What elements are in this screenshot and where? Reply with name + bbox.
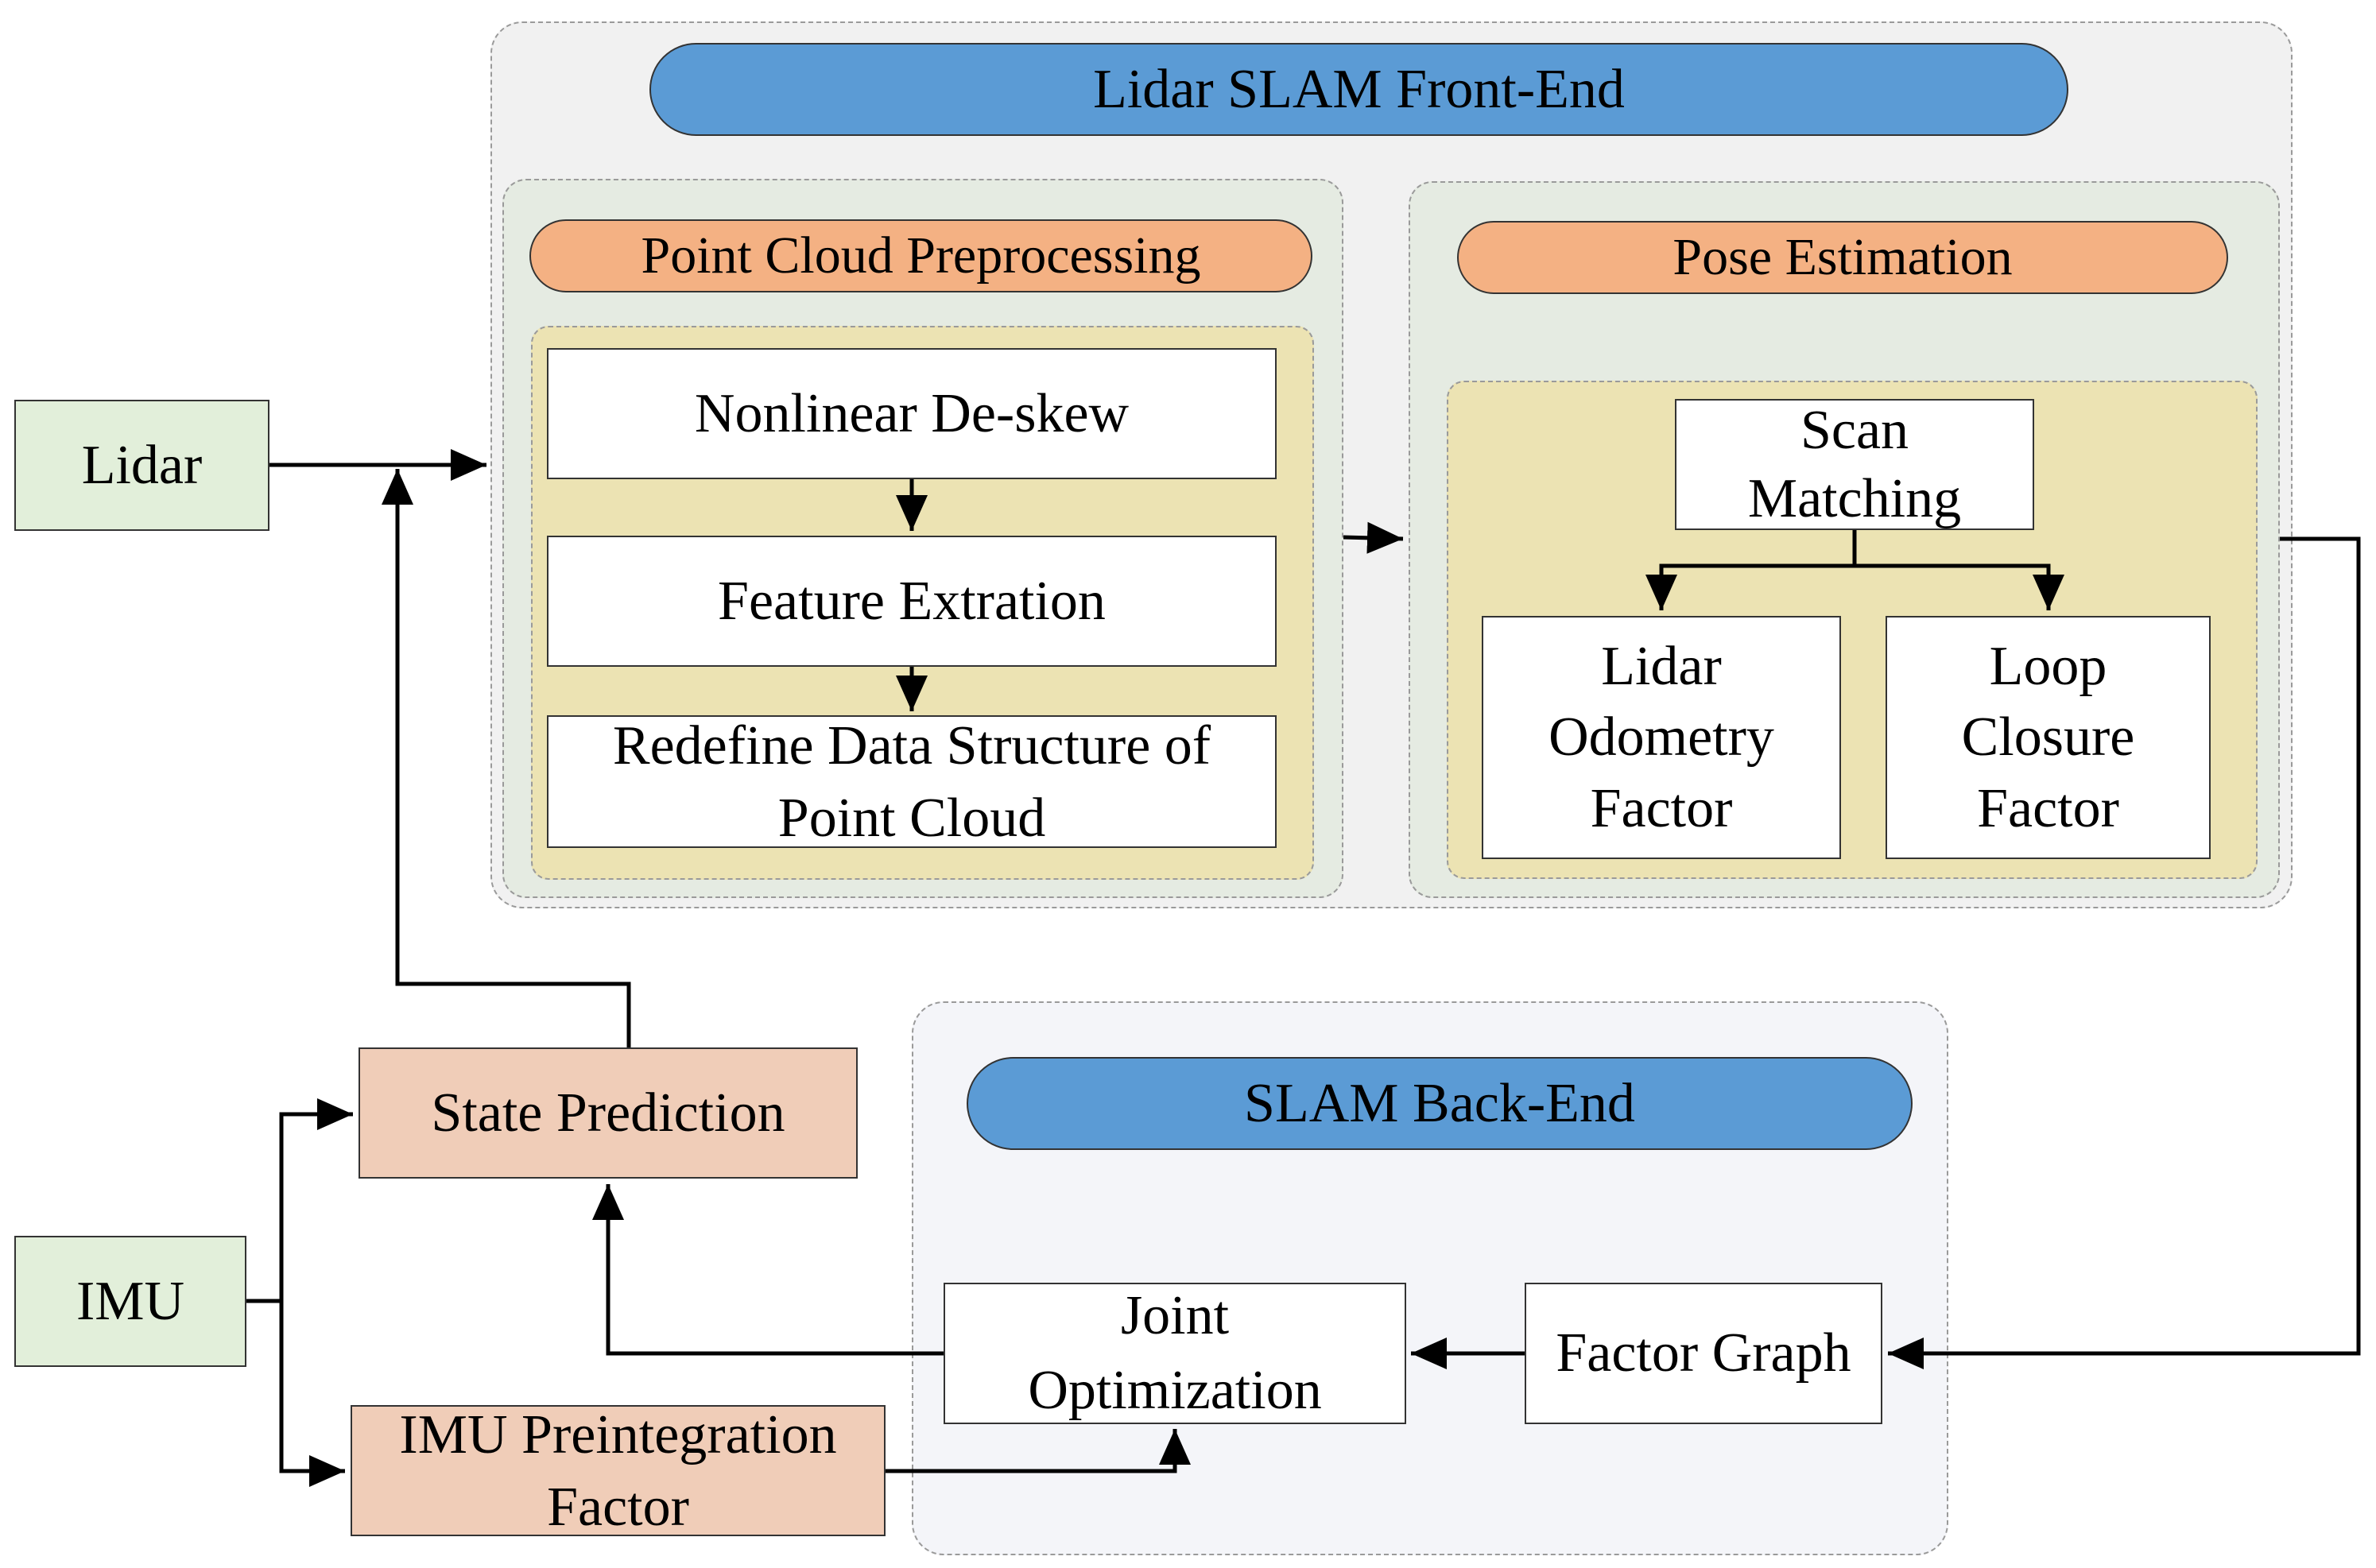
state-prediction-feedback-arrow <box>382 469 631 1047</box>
joint-optimization-box: Joint Optimization <box>944 1283 1406 1424</box>
feature-extraction-box: Feature Extration <box>547 536 1277 667</box>
redefine-data-structure-label: Redefine Data Structure of Point Cloud <box>612 714 1211 849</box>
front-end-title-text: Lidar SLAM Front-End <box>1093 58 1625 120</box>
front-end-title: Lidar SLAM Front-End <box>649 43 2068 136</box>
scan-matching-to-odometry-arrow <box>1645 530 1857 610</box>
loop-closure-factor-label: Loop Closure Factor <box>1961 635 2135 839</box>
pose-estimation-title-text: Pose Estimation <box>1673 228 2013 286</box>
preprocessing-title-text: Point Cloud Preprocessing <box>641 226 1201 285</box>
front-end-to-factor-graph-arrow <box>1888 536 2361 1369</box>
back-end-title: SLAM Back-End <box>967 1057 1913 1150</box>
imu-sensor-box: IMU <box>14 1236 246 1367</box>
pose-estimation-title: Pose Estimation <box>1457 221 2228 294</box>
factor-graph-label: Factor Graph <box>1556 1322 1851 1384</box>
factor-graph-box: Factor Graph <box>1525 1283 1882 1424</box>
imu-preintegration-box: IMU Preintegration Factor <box>351 1404 886 1538</box>
lidar-odometry-factor-box: Lidar Odometry Factor <box>1482 616 1841 859</box>
nonlinear-deskew-label: Nonlinear De-skew <box>694 382 1130 444</box>
joint-optimization-to-state-prediction-arrow <box>592 1184 944 1356</box>
state-prediction-label: State Prediction <box>431 1082 785 1144</box>
state-prediction-box: State Prediction <box>359 1047 858 1179</box>
imu-preintegration-label: IMU Preintegration Factor <box>399 1403 837 1538</box>
lidar-sensor-box: Lidar <box>14 400 269 531</box>
preprocessing-title: Point Cloud Preprocessing <box>529 219 1312 292</box>
imu-sensor-label: IMU <box>76 1270 185 1332</box>
scan-matching-label: Scan Matching <box>1747 400 1962 529</box>
joint-optimization-label: Joint Optimization <box>1028 1284 1322 1422</box>
imu-preintegration-to-joint-optimization-arrow <box>886 1429 1191 1473</box>
preprocessing-to-pose-arrow <box>1343 521 1404 554</box>
lidar-sensor-label: Lidar <box>81 434 203 496</box>
imu-to-state-prediction-arrow <box>246 1098 353 1303</box>
imu-to-preintegration-arrow <box>279 1301 345 1487</box>
back-end-title-text: SLAM Back-End <box>1244 1072 1635 1134</box>
nonlinear-deskew-box: Nonlinear De-skew <box>547 348 1277 479</box>
feature-extraction-label: Feature Extration <box>718 570 1106 632</box>
scan-matching-to-loop-closure-arrow <box>1855 563 2064 610</box>
lidar-odometry-factor-label: Lidar Odometry Factor <box>1548 635 1774 839</box>
scan-matching-box: Scan Matching <box>1675 399 2034 530</box>
redefine-data-structure-box: Redefine Data Structure of Point Cloud <box>547 715 1277 849</box>
loop-closure-factor-box: Loop Closure Factor <box>1886 616 2211 859</box>
